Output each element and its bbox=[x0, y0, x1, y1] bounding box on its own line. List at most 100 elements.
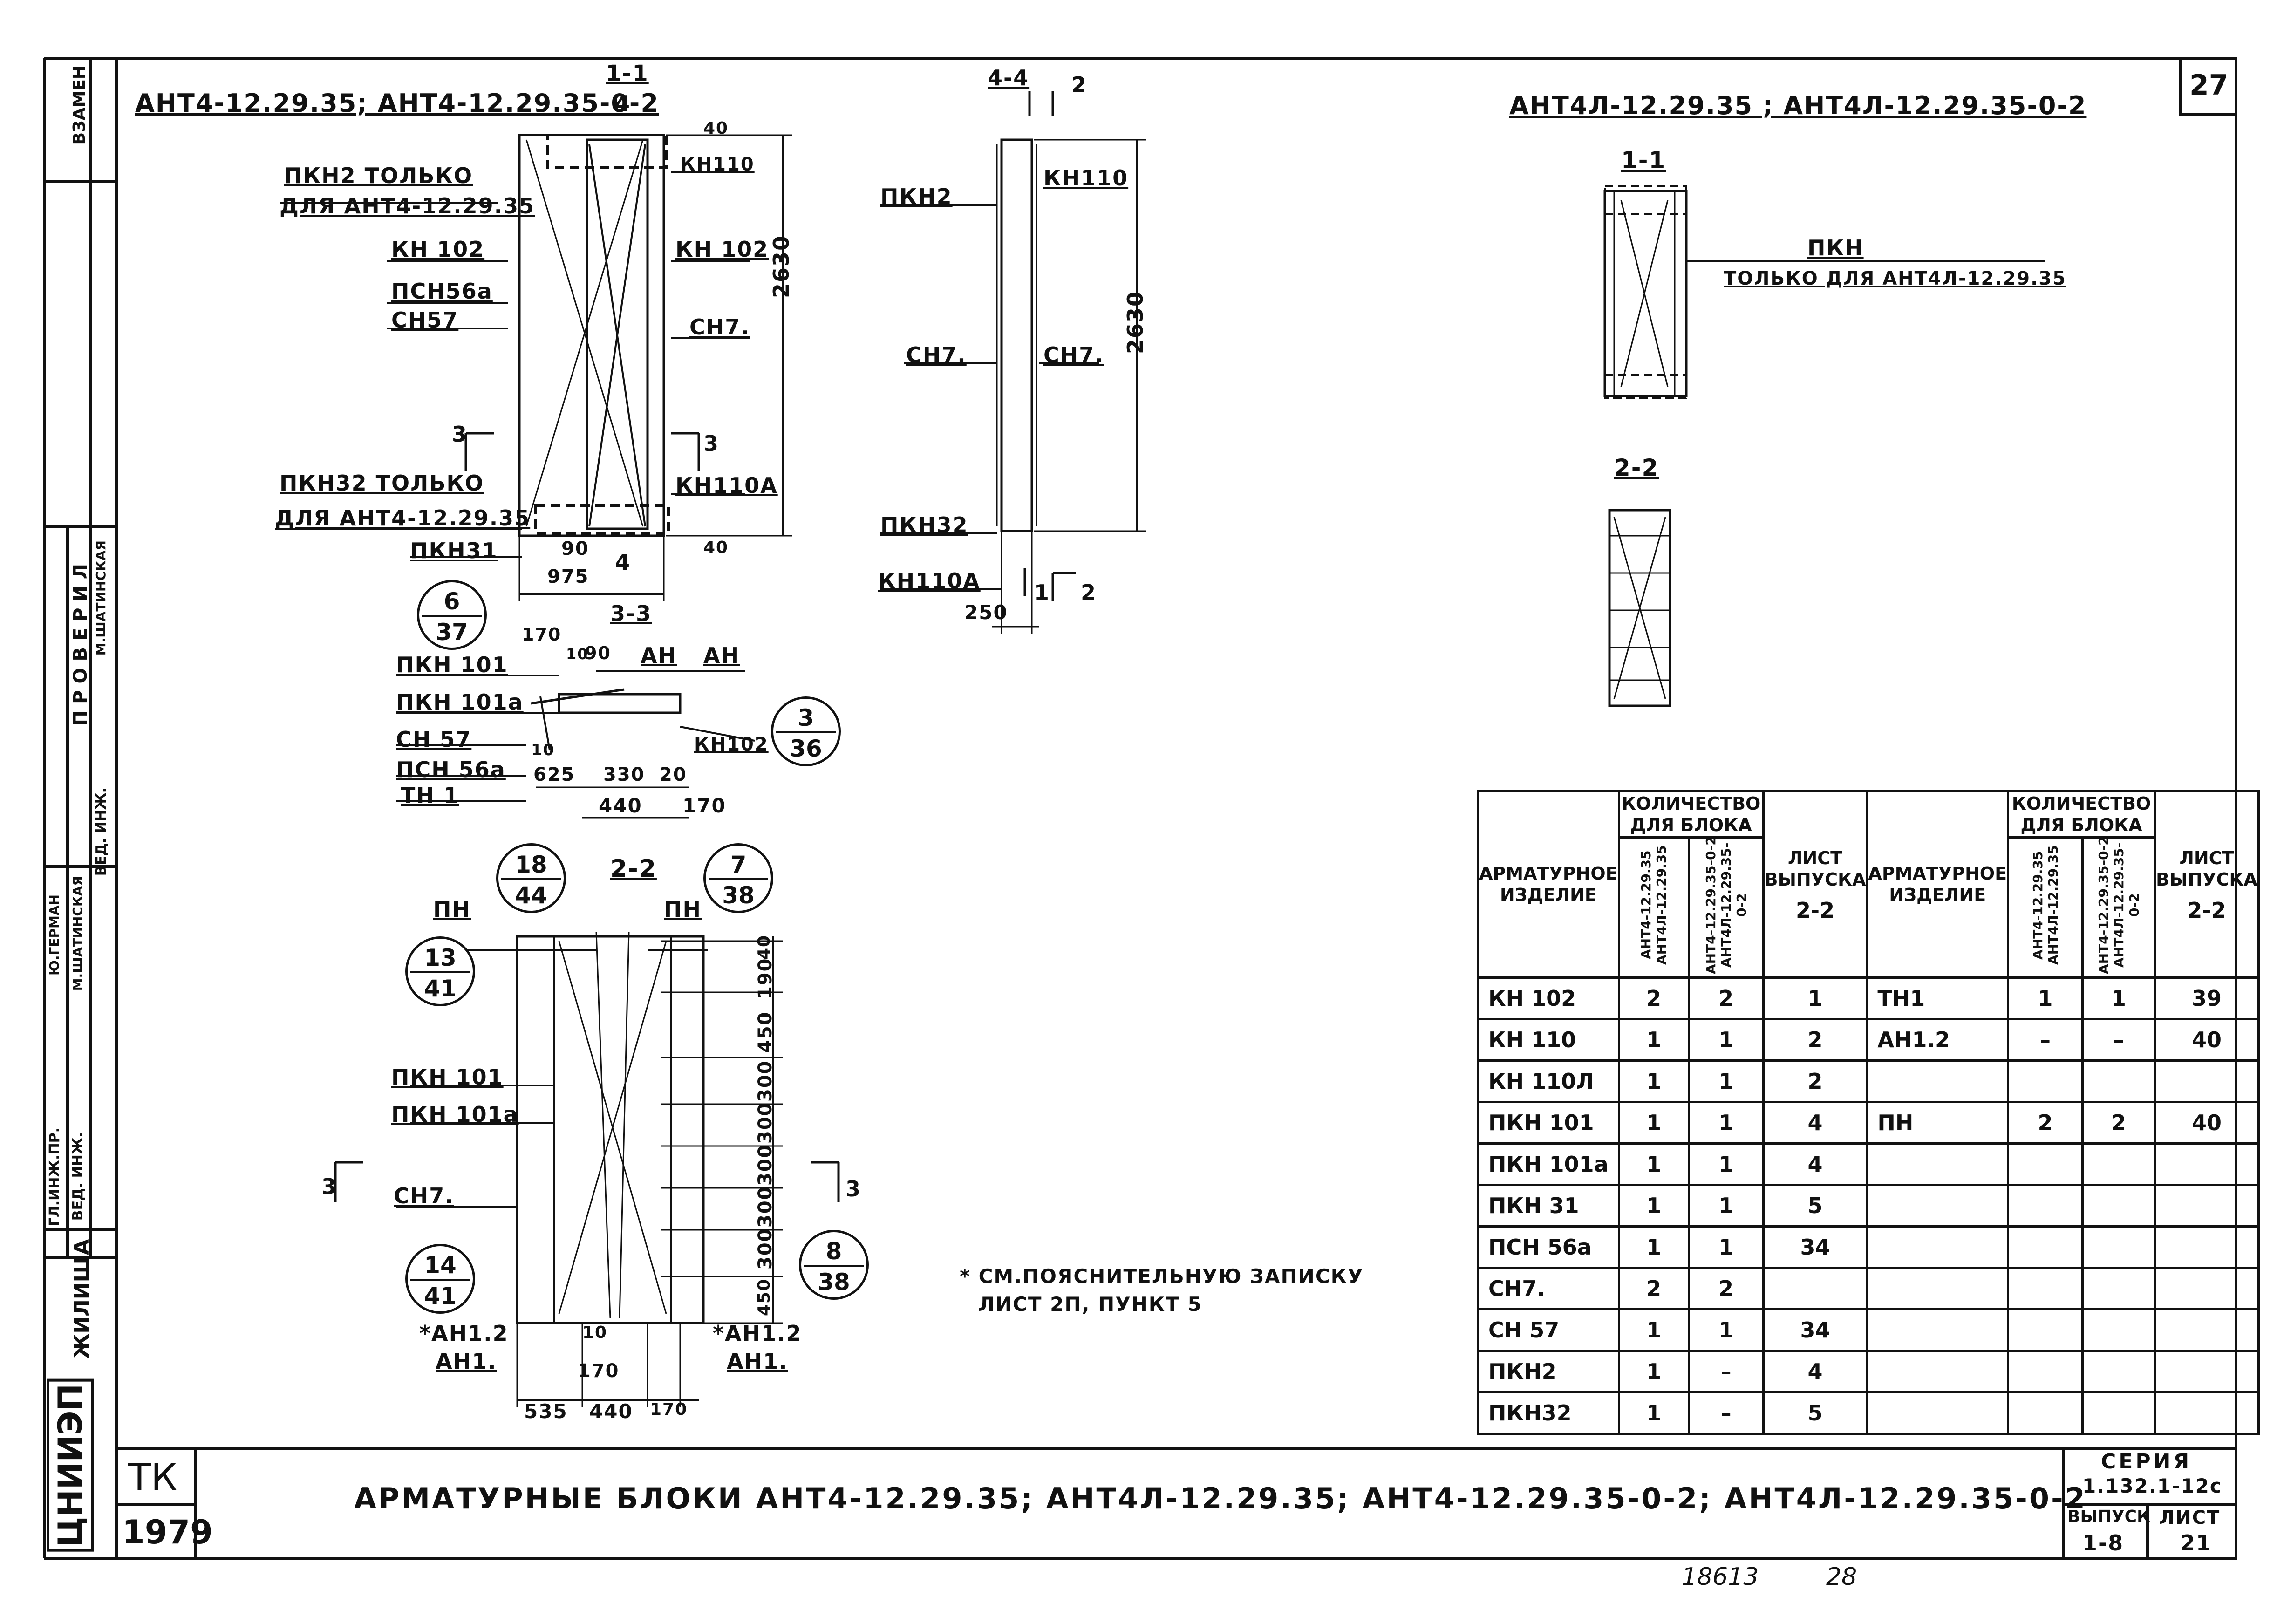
table-cell: 5 bbox=[1762, 1391, 1868, 1435]
callout-3-36: 3 36 bbox=[771, 696, 841, 766]
table-cell bbox=[2007, 1059, 2084, 1103]
dim-3-3-440: 440 bbox=[599, 794, 642, 817]
label-pkn32-for: ДЛЯ АНТ4-12.29.35 bbox=[275, 505, 531, 531]
dim-90: 90 bbox=[561, 538, 589, 560]
table-cell: 4 bbox=[1762, 1350, 1868, 1393]
stamp-instead-of: ВЗАМЕН bbox=[70, 65, 89, 145]
table-cell bbox=[2081, 1350, 2156, 1393]
issue-label: ВЫПУСК bbox=[2067, 1507, 2151, 1526]
table-cell: 1 bbox=[1617, 1018, 1690, 1062]
dim-2-2-440: 440 bbox=[589, 1400, 633, 1423]
table-cell: 4 bbox=[1762, 1142, 1868, 1186]
sheet-value: 21 bbox=[2180, 1530, 2212, 1556]
table-cell: 34 bbox=[1762, 1225, 1868, 1269]
specification-table: АРМАТУРНОЕ ИЗДЕЛИЕ КОЛИЧЕСТВО ДЛЯ БЛОКА … bbox=[1477, 790, 2260, 1435]
right-block-title: АНТ4Л-12.29.35 ; АНТ4Л-12.29.35-0-2 bbox=[1509, 91, 2087, 120]
section-2-2-title: 2-2 bbox=[610, 855, 657, 883]
table-cell bbox=[1866, 1308, 2010, 1352]
stamp-chief-engineer-name: Ю.ГЕРМАН bbox=[47, 894, 62, 976]
table-cell: 1 bbox=[1617, 1350, 1690, 1393]
label-3-3-an-2: АН bbox=[703, 643, 740, 668]
callout-13-41: 13 41 bbox=[405, 936, 475, 1006]
issue-value: 1-8 bbox=[2082, 1530, 2124, 1556]
table-cell: 2 bbox=[1687, 1267, 1765, 1310]
note-line-2: ЛИСТ 2П, ПУНКТ 5 bbox=[978, 1293, 1202, 1316]
right-label-pkn-only: ТОЛЬКО ДЛЯ АНТ4Л-12.29.35 bbox=[1724, 268, 2066, 289]
title-block-code: ТК bbox=[128, 1456, 177, 1499]
right-section-1-1: 1-1 bbox=[1621, 147, 1666, 174]
dim-40-bottom: 40 bbox=[703, 538, 729, 557]
label-4-4-kn110: КН110 bbox=[1043, 165, 1129, 191]
left-section-1-1: 1-1 bbox=[606, 61, 649, 87]
table-cell bbox=[1866, 1059, 2010, 1103]
table-cell bbox=[2154, 1059, 2260, 1103]
note-line-1: * СМ.ПОЯСНИТЕЛЬНУЮ ЗАПИСКУ bbox=[960, 1265, 1364, 1288]
table-cell: 1 bbox=[1687, 1101, 1765, 1145]
stamp-dept: ЖИЛИЩА bbox=[70, 1239, 94, 1359]
section-4-4-mark-2: 2 bbox=[1071, 72, 1088, 97]
dim-4-4-250: 250 bbox=[964, 601, 1008, 624]
label-pkn32-only: ПКН32 ТОЛЬКО bbox=[280, 471, 484, 496]
table-cell: АН1.2 bbox=[1866, 1018, 2010, 1062]
table-cell: СН7. bbox=[1477, 1267, 1620, 1310]
label-pkn2-for: ДЛЯ АНТ4-12.29.35 bbox=[280, 193, 535, 218]
table-cell: 1 bbox=[1617, 1142, 1690, 1186]
sheet-label: ЛИСТ bbox=[2159, 1507, 2221, 1528]
label-kn110a: КН110А bbox=[675, 473, 778, 498]
stamp-lead-engineer-label: ВЕД. ИНЖ. bbox=[93, 787, 109, 876]
section-3-right-mark: 3 bbox=[703, 431, 720, 456]
stamp-lead-engineer2-name: М.ШАТИНСКАЯ bbox=[70, 876, 85, 991]
label-4-4-sn7-left: СН7. bbox=[906, 342, 967, 368]
label-kn102-left: КН 102 bbox=[391, 237, 485, 262]
table-cell: ПКН 101а bbox=[1477, 1142, 1620, 1186]
table-cell bbox=[2007, 1267, 2084, 1310]
section-3-left-mark: 3 bbox=[452, 422, 468, 447]
sheet-number: 27 bbox=[2189, 69, 2229, 102]
label-3-3-pkn101a: ПКН 101а bbox=[396, 689, 524, 715]
table-cell: ПН bbox=[1866, 1101, 2010, 1145]
table-cell: – bbox=[2007, 1018, 2084, 1062]
dim-40-top: 40 bbox=[703, 119, 729, 138]
section-4-4-mark-2b: 2 bbox=[1081, 580, 1097, 605]
table-header-qty-2: КОЛИЧЕСТВО ДЛЯ БЛОКА bbox=[2007, 790, 2156, 839]
dim-2-2-v8: 450 bbox=[755, 1278, 774, 1316]
table-cell: 2 bbox=[2007, 1101, 2084, 1145]
table-cell bbox=[1762, 1267, 1868, 1310]
right-section-2-2: 2-2 bbox=[1614, 454, 1659, 481]
dim-2630-left: 2630 bbox=[769, 234, 794, 298]
table-cell: 2 bbox=[1687, 976, 1765, 1020]
table-cell: – bbox=[1687, 1350, 1765, 1393]
callout-18-44: 18 44 bbox=[496, 843, 566, 913]
table-cell: 1 bbox=[1617, 1101, 1690, 1145]
section-2-2-3-right: 3 bbox=[845, 1176, 862, 1201]
stamp-checker-name: М.ШАТИНСКАЯ bbox=[93, 540, 109, 656]
stamp-org-logo: ЦНИИЭП bbox=[47, 1379, 94, 1554]
table-cell bbox=[2081, 1142, 2156, 1186]
table-cell: 39 bbox=[2154, 976, 2260, 1020]
dim-975: 975 bbox=[547, 566, 589, 587]
label-4-4-pkn2: ПКН2 bbox=[880, 184, 953, 209]
stamp-check-title: П Р О В Е Р И Л bbox=[70, 564, 91, 726]
table-cell: 4 bbox=[1762, 1101, 1868, 1145]
table-cell: 1 bbox=[1687, 1059, 1765, 1103]
table-cell bbox=[2007, 1391, 2084, 1435]
table-header-item: АРМАТУРНОЕ ИЗДЕЛИЕ bbox=[1477, 790, 1620, 979]
callout-6-37: 6 37 bbox=[417, 580, 487, 650]
table-cell bbox=[1866, 1225, 2010, 1269]
series-label: СЕРИЯ bbox=[2101, 1450, 2192, 1474]
label-2-2-sn7: СН7. bbox=[394, 1183, 454, 1208]
label-2-2-an12-left: *АН1.2 bbox=[419, 1321, 509, 1346]
dim-2-2-170: 170 bbox=[578, 1360, 620, 1382]
dim-3-3-330: 330 bbox=[603, 764, 645, 785]
dim-2-2-170b: 170 bbox=[650, 1400, 688, 1419]
